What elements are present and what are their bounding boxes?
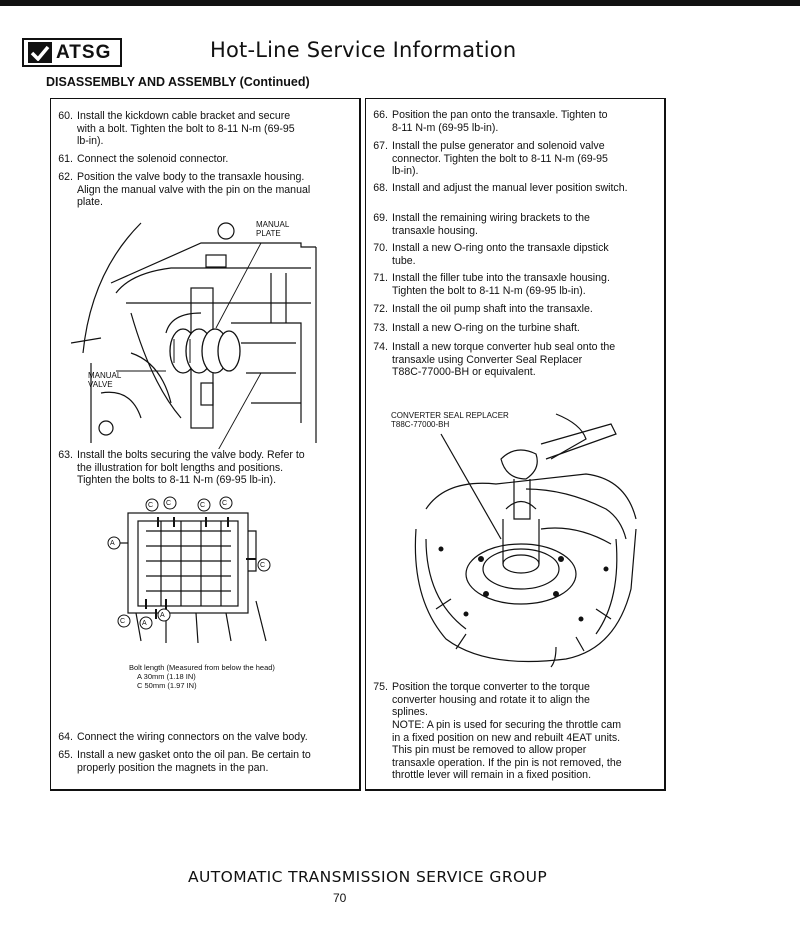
step-text: Position the pan onto the transaxle. Tig…: [392, 109, 608, 134]
page-number: 70: [333, 891, 347, 905]
bolt-marker-c-3: C: [200, 502, 206, 509]
step-number: 69.: [373, 212, 388, 224]
step-number: 70.: [373, 242, 388, 254]
step-68: 68. Install and adjust the manual lever …: [366, 182, 658, 196]
atsg-logo: ATSG: [22, 38, 122, 67]
bolt-marker-c-5: C: [260, 562, 266, 569]
step-text: Install the remaining wiring brackets to…: [392, 212, 590, 237]
step-65: 65. Install a new gasket onto the oil pa…: [51, 749, 351, 777]
page-title: Hot-Line Service Information: [210, 38, 517, 62]
step-text: Install and adjust the manual lever posi…: [392, 182, 628, 194]
step-61: 61. Connect the solenoid connector.: [51, 153, 351, 167]
note-text: NOTE: A pin is used for securing the thr…: [392, 719, 622, 781]
step-number: 65.: [58, 749, 73, 761]
step-64: 64. Connect the wiring connectors on the…: [51, 731, 351, 745]
section-subtitle: DISASSEMBLY AND ASSEMBLY (Continued): [46, 75, 310, 89]
step-text: Install the oil pump shaft into the tran…: [392, 303, 593, 315]
checkmark-icon: [28, 42, 52, 63]
bolt-length-note: Bolt length (Measured from below the hea…: [129, 663, 275, 690]
step-text: Install the filler tube into the transax…: [392, 272, 610, 297]
left-column: 60. Install the kickdown cable bracket a…: [50, 98, 361, 791]
bolt-marker-c-2: C: [166, 500, 172, 507]
step-66: 66. Position the pan onto the transaxle.…: [366, 109, 658, 137]
step-63: 63. Install the bolts securing the valve…: [51, 449, 351, 489]
step-text: Position the valve body to the transaxle…: [77, 171, 311, 208]
step-text: Connect the solenoid connector.: [77, 153, 229, 165]
step-75: 75. Position the torque converter to the…: [366, 681, 658, 721]
converter-seal-illustration: [414, 413, 637, 668]
step-number: 60.: [58, 110, 73, 122]
step-text: Connect the wiring connectors on the val…: [77, 731, 308, 743]
step-text: Install a new O-ring on the turbine shaf…: [392, 322, 580, 334]
bolt-marker-c-1: C: [148, 502, 154, 509]
step-70: 70. Install a new O-ring onto the transa…: [366, 242, 658, 270]
step-text: Install the kickdown cable bracket and s…: [77, 110, 295, 147]
step-number: 73.: [373, 322, 388, 334]
manual-valve-illustration: [71, 222, 317, 449]
bolt-marker-c-4: C: [222, 500, 228, 507]
step-number: 66.: [373, 109, 388, 121]
step-number: 72.: [373, 303, 388, 315]
note-block: NOTE: A pin is used for securing the thr…: [366, 719, 658, 783]
step-72: 72. Install the oil pump shaft into the …: [366, 303, 658, 317]
footer-organization: AUTOMATIC TRANSMISSION SERVICE GROUP: [188, 868, 548, 886]
step-number: 61.: [58, 153, 73, 165]
step-number: 68.: [373, 182, 388, 194]
logo-text: ATSG: [56, 41, 112, 63]
bolt-marker-a-2: A: [160, 612, 165, 619]
step-number: 62.: [58, 171, 73, 183]
step-text: Install the pulse generator and solenoid…: [392, 140, 608, 177]
step-text: Position the torque converter to the tor…: [392, 681, 590, 718]
step-number: 75.: [373, 681, 388, 693]
step-69: 69. Install the remaining wiring bracket…: [366, 212, 658, 240]
step-text: Install a new gasket onto the oil pan. B…: [77, 749, 311, 774]
step-73: 73. Install a new O-ring on the turbine …: [366, 322, 658, 336]
step-number: 74.: [373, 341, 388, 353]
valve-body-bolt-diagram: [107, 496, 271, 644]
step-71: 71. Install the filler tube into the tra…: [366, 272, 658, 300]
step-number: 64.: [58, 731, 73, 743]
step-number: 67.: [373, 140, 388, 152]
step-62: 62. Position the valve body to the trans…: [51, 171, 351, 211]
bolt-marker-c-6: C: [120, 618, 126, 625]
step-text: Install a new O-ring onto the transaxle …: [392, 242, 609, 267]
bolt-marker-a-3: A: [142, 620, 147, 627]
step-60: 60. Install the kickdown cable bracket a…: [51, 110, 351, 150]
right-column: 66. Position the pan onto the transaxle.…: [365, 98, 666, 791]
step-67: 67. Install the pulse generator and sole…: [366, 140, 658, 180]
step-number: 71.: [373, 272, 388, 284]
step-74: 74. Install a new torque converter hub s…: [366, 341, 658, 381]
bolt-marker-a-1: A: [110, 540, 115, 547]
step-text: Install a new torque converter hub seal …: [392, 341, 616, 378]
step-text: Install the bolts securing the valve bod…: [77, 449, 305, 486]
top-rule: [0, 0, 800, 6]
step-number: 63.: [58, 449, 73, 461]
